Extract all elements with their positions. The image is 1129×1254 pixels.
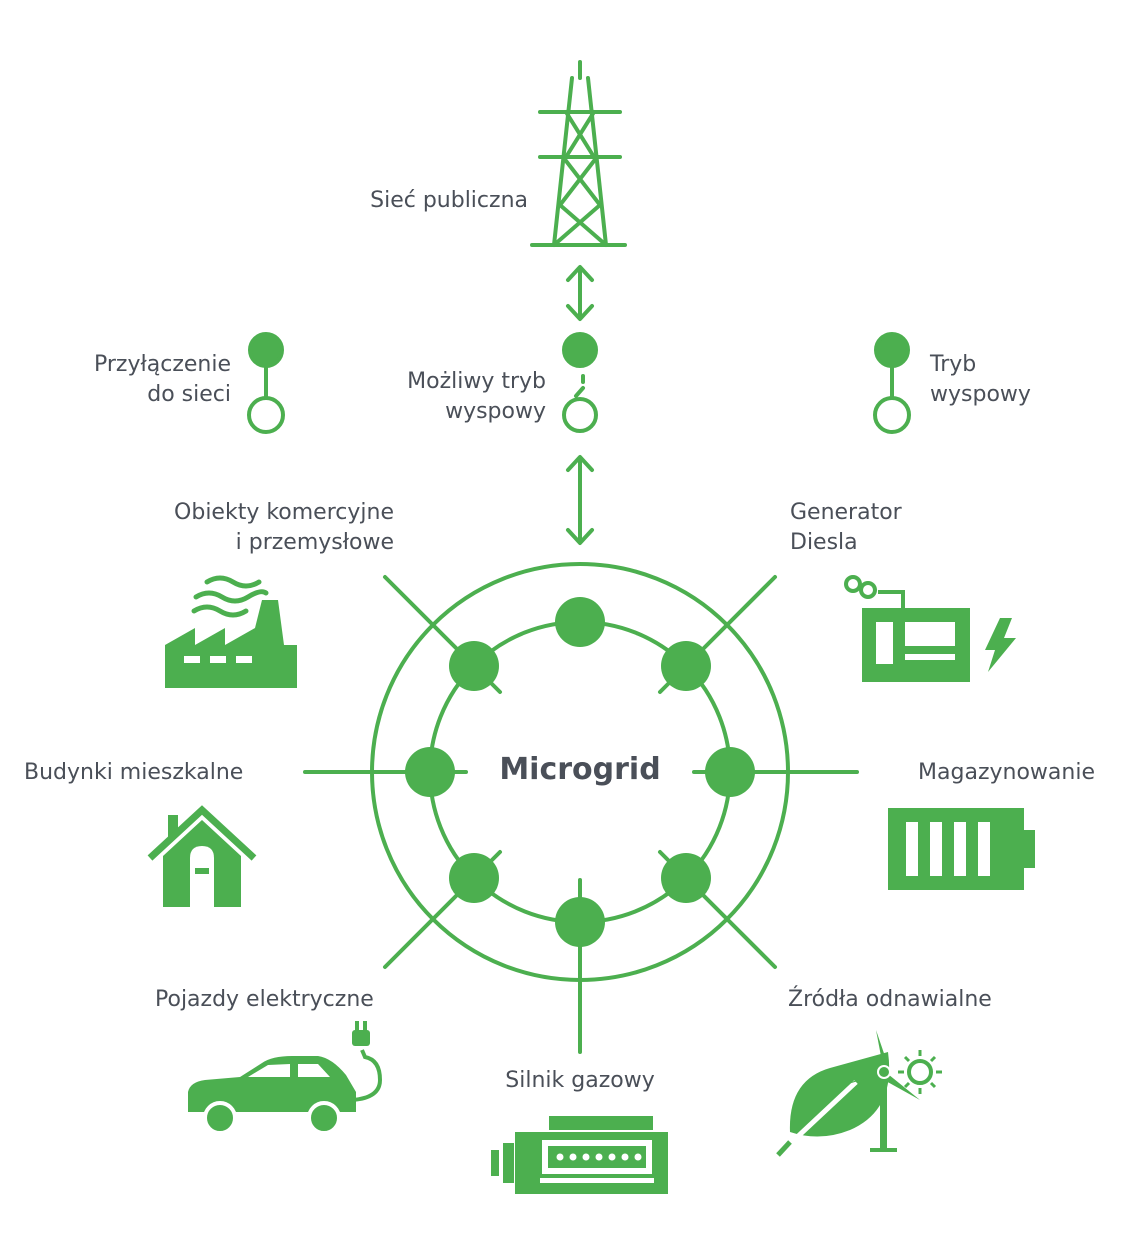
node-left bbox=[405, 747, 455, 797]
bidirectional-arrow-icon bbox=[566, 265, 594, 321]
battery-icon bbox=[888, 808, 1035, 890]
gas-engine-icon bbox=[491, 1116, 668, 1194]
switch-closed-icon bbox=[247, 332, 285, 434]
house-icon bbox=[147, 805, 257, 907]
switch-open-icon bbox=[562, 332, 598, 433]
bidirectional-arrow-icon bbox=[566, 455, 594, 545]
microgrid-title: Microgrid bbox=[499, 752, 661, 787]
leaf-wind-sun-icon bbox=[776, 1030, 942, 1157]
node-bottom-left bbox=[449, 853, 499, 903]
power-tower-icon bbox=[530, 60, 627, 247]
electric-car-icon bbox=[188, 1021, 383, 1135]
commercial-label: Obiekty komercyjne i przemysłowe bbox=[174, 500, 394, 555]
node-bottom bbox=[555, 897, 605, 947]
ring-nodes bbox=[405, 597, 755, 947]
legend-possible-label: Możliwy tryb wyspowy bbox=[407, 369, 546, 424]
node-bottom-right bbox=[661, 853, 711, 903]
diesel-label: Generator Diesla bbox=[790, 500, 902, 555]
factory-icon bbox=[165, 600, 297, 688]
gas-engine-label: Silnik gazowy bbox=[505, 1068, 655, 1093]
renewable-label: Źródła odnawialne bbox=[788, 987, 992, 1012]
diesel-generator-icon bbox=[844, 575, 1016, 682]
ev-label: Pojazdy elektryczne bbox=[155, 987, 374, 1012]
residential-label: Budynki mieszkalne bbox=[24, 760, 244, 785]
legend-island-label: Tryb wyspowy bbox=[930, 352, 1031, 407]
storage-label: Magazynowanie bbox=[918, 760, 1095, 785]
connection-spokes bbox=[303, 575, 859, 1054]
smoke-icon bbox=[191, 575, 269, 618]
node-top-right bbox=[661, 641, 711, 691]
grid-label: Sieć publiczna bbox=[370, 188, 528, 213]
node-top-left bbox=[449, 641, 499, 691]
node-top bbox=[555, 597, 605, 647]
node-right bbox=[705, 747, 755, 797]
legend-connected-label: Przyłączenie do sieci bbox=[94, 352, 231, 407]
switch-island-icon bbox=[873, 332, 911, 434]
